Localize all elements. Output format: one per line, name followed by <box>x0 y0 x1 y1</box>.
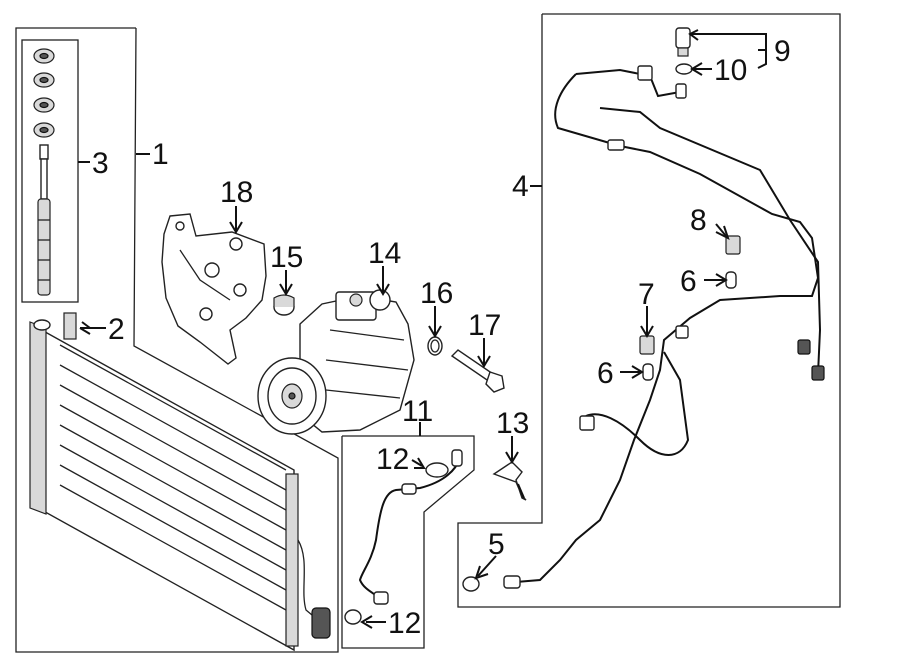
compressor-icon <box>257 289 415 435</box>
o-ring-icon <box>427 336 443 356</box>
group-box-1-condenser <box>15 27 339 653</box>
callout-4: 4 <box>512 170 529 203</box>
callout-7: 7 <box>638 278 655 311</box>
ac-line-assembly-icon <box>503 65 825 589</box>
ac-line-icon <box>344 449 463 625</box>
o-ring-icon <box>462 576 480 592</box>
condenser-icon <box>29 312 331 652</box>
group-box-3-drier-kit <box>21 39 79 303</box>
cap-icon <box>639 335 655 355</box>
callout-10: 10 <box>714 54 747 87</box>
callout-18: 18 <box>220 176 253 209</box>
receiver-drier-kit-icon <box>33 48 55 296</box>
cap-icon <box>273 294 295 316</box>
callout-6b: 6 <box>680 265 697 298</box>
pressure-switch-icon <box>675 27 691 57</box>
callout-17: 17 <box>468 309 501 342</box>
callout-6a: 6 <box>597 357 614 390</box>
callout-11: 11 <box>402 395 433 428</box>
group-box-11-hose <box>341 435 475 649</box>
callout-3: 3 <box>92 147 109 180</box>
group-box-4-ac-lines <box>457 13 841 608</box>
callout-5: 5 <box>488 528 505 561</box>
callout-2: 2 <box>108 313 125 346</box>
o-ring-icon <box>675 63 693 75</box>
valve-core-icon <box>642 363 654 381</box>
bracket-icon <box>161 213 267 365</box>
callout-1: 1 <box>152 138 169 171</box>
callout-13: 13 <box>496 407 529 440</box>
leader-lines <box>78 29 767 629</box>
callout-12b: 12 <box>388 607 421 640</box>
callout-8: 8 <box>690 204 707 237</box>
callout-14: 14 <box>368 237 401 270</box>
cap-icon <box>725 235 741 255</box>
callout-9: 9 <box>774 35 791 68</box>
callout-15: 15 <box>270 241 303 274</box>
bolt-icon <box>450 349 505 393</box>
callout-12a: 12 <box>376 443 409 476</box>
callout-16: 16 <box>420 277 453 310</box>
clip-icon <box>492 461 527 501</box>
